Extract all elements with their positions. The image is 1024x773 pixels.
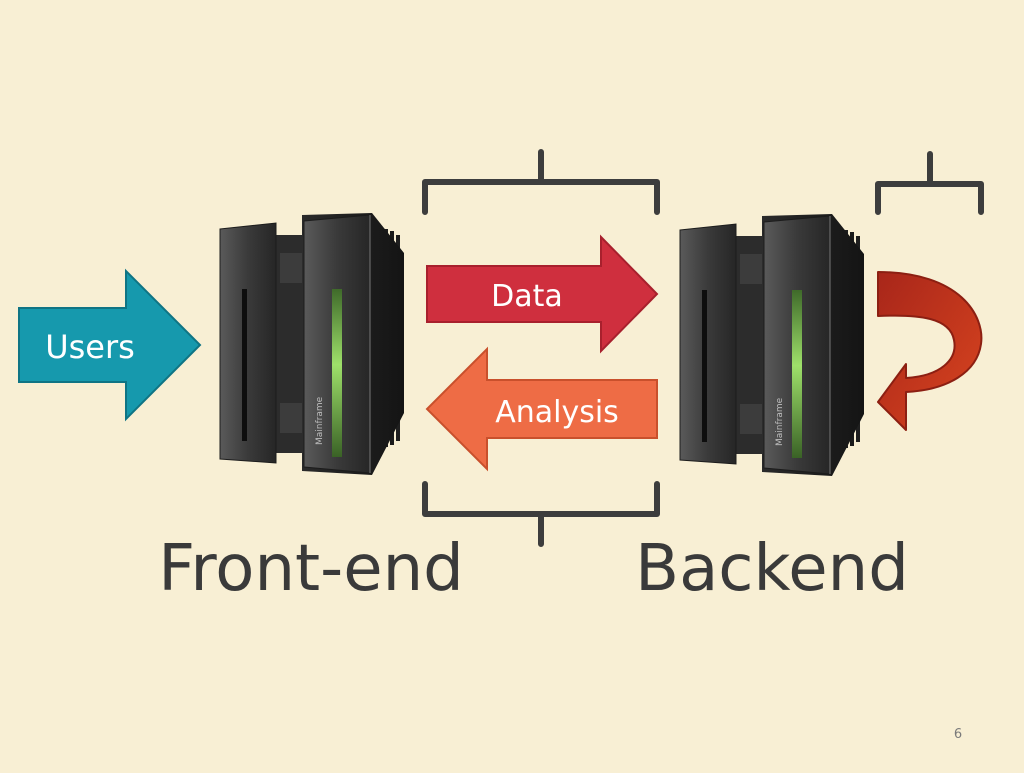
backend-label: Backend bbox=[635, 532, 909, 606]
bottom-bracket-icon bbox=[422, 481, 660, 547]
analysis-label: Analysis bbox=[495, 395, 619, 430]
analysis-arrow: Analysis bbox=[425, 346, 658, 472]
loop-bracket-icon bbox=[875, 151, 984, 215]
front-end-label: Front-end bbox=[158, 532, 464, 606]
data-arrow: Data bbox=[426, 234, 659, 354]
backend-server-tag: Mainframe bbox=[775, 397, 785, 446]
page-number: 6 bbox=[954, 727, 962, 742]
front-end-server-icon: Mainframe bbox=[219, 212, 405, 476]
users-arrow: Users bbox=[18, 268, 202, 422]
users-label: Users bbox=[45, 328, 135, 366]
data-label: Data bbox=[491, 279, 563, 314]
top-bracket-icon bbox=[422, 149, 660, 215]
loop-arrow-icon bbox=[877, 271, 983, 431]
backend-server-icon: Mainframe bbox=[679, 213, 865, 477]
front-end-server-tag: Mainframe bbox=[315, 396, 325, 445]
